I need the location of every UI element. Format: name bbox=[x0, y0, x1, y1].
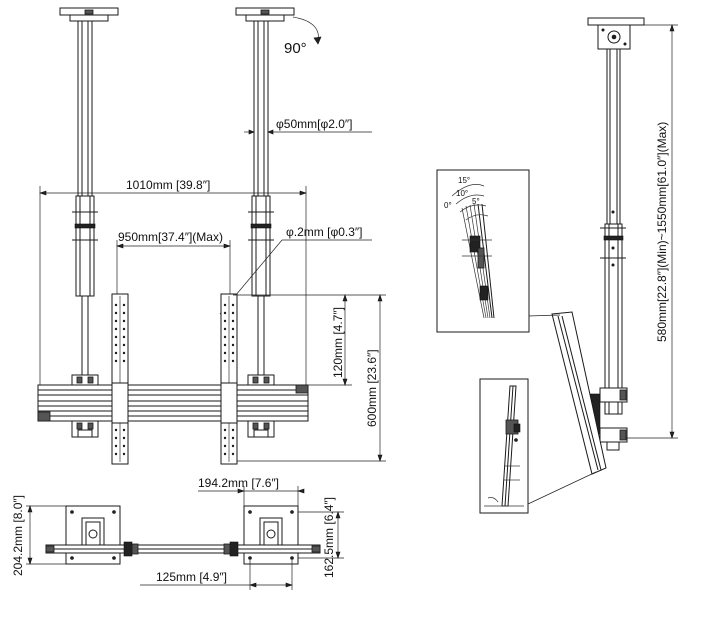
rotation-arrow bbox=[292, 16, 322, 45]
upper-height-label: 120mm [4.7″] bbox=[331, 307, 345, 378]
tilt-0-label: 0° bbox=[444, 201, 452, 210]
pole-diameter-label: φ50mm[φ2.0″] bbox=[276, 117, 353, 131]
small-diameter-label: φ.2mm [φ0.3″] bbox=[286, 225, 363, 239]
small-diameter-leader bbox=[219, 239, 372, 315]
plate-height-label: 204.2mm [8.0″] bbox=[11, 495, 25, 576]
mount-detail bbox=[479, 378, 529, 514]
plate-hole-height-label: 162.5mm [6.4″] bbox=[322, 497, 336, 578]
rail-clamp-bottom-left bbox=[71, 420, 99, 438]
tilt-15-label: 15° bbox=[458, 176, 470, 185]
pole-length-label: 580mm[22.8″](Min)~1550mm[61.0″](Max) bbox=[655, 122, 669, 342]
side-pole bbox=[600, 48, 626, 415]
front-view: 90° bbox=[37, 7, 386, 465]
rail-clamp-bottom-right bbox=[247, 420, 275, 438]
tilt-10-label: 10° bbox=[456, 189, 468, 198]
pole-left bbox=[72, 20, 98, 375]
overall-width-dimension bbox=[39, 186, 307, 385]
overall-width-label: 1010mm [39.8″] bbox=[126, 178, 210, 192]
bracket-span-label: 950mm[37.4″](Max) bbox=[118, 230, 223, 244]
horizontal-rail bbox=[37, 382, 309, 424]
bracket-arm-right bbox=[220, 293, 238, 465]
side-clamp-upper bbox=[599, 387, 628, 403]
side-view: 580mm[22.8″](Min)~1550mm[61.0″](Max) 15°… bbox=[436, 17, 678, 514]
plate-height-dimension bbox=[26, 505, 66, 565]
ceiling-plate-right bbox=[235, 7, 295, 22]
bracket-span-dimension bbox=[116, 240, 231, 294]
vesa-plate-left bbox=[65, 505, 121, 565]
side-ceiling-plate bbox=[587, 17, 645, 50]
rail-clamp-top-right bbox=[247, 374, 275, 386]
detail-leader-bottom bbox=[527, 471, 597, 505]
plate-view: 194.2mm [7.6″] 204.2mm [8.0″] 162.5mm [6… bbox=[11, 476, 344, 590]
rotation-label: 90° bbox=[284, 40, 307, 57]
plate-hole-width-label: 125mm [4.9″] bbox=[156, 570, 227, 584]
upper-height-dimension bbox=[233, 294, 386, 386]
pole-diameter-dimension bbox=[244, 129, 372, 135]
bracket-height-label: 600mm [23.6″] bbox=[365, 349, 379, 427]
bracket-arm-left bbox=[111, 293, 129, 465]
plate-width-label: 194.2mm [7.6″] bbox=[198, 476, 279, 490]
tilted-screen-panel bbox=[551, 311, 607, 475]
plate-width-dimension bbox=[198, 486, 305, 506]
plate-connecting-bar bbox=[45, 541, 321, 557]
tilt-5-label: 5° bbox=[472, 197, 480, 206]
detail-leader-top bbox=[527, 314, 561, 317]
ceiling-plate-left bbox=[59, 7, 119, 22]
vesa-plate-right bbox=[243, 505, 299, 565]
pole-length-dimension bbox=[626, 24, 678, 439]
bracket-height-dimension bbox=[237, 294, 386, 462]
pole-right bbox=[248, 20, 274, 375]
rail-clamp-top-left bbox=[71, 374, 99, 386]
side-clamp-lower bbox=[599, 427, 628, 451]
plate-hole-height-dimension bbox=[298, 511, 344, 559]
plate-hole-width-dimension bbox=[140, 560, 293, 590]
tilt-angle-detail: 15° 10° 5° 0° bbox=[436, 169, 530, 333]
